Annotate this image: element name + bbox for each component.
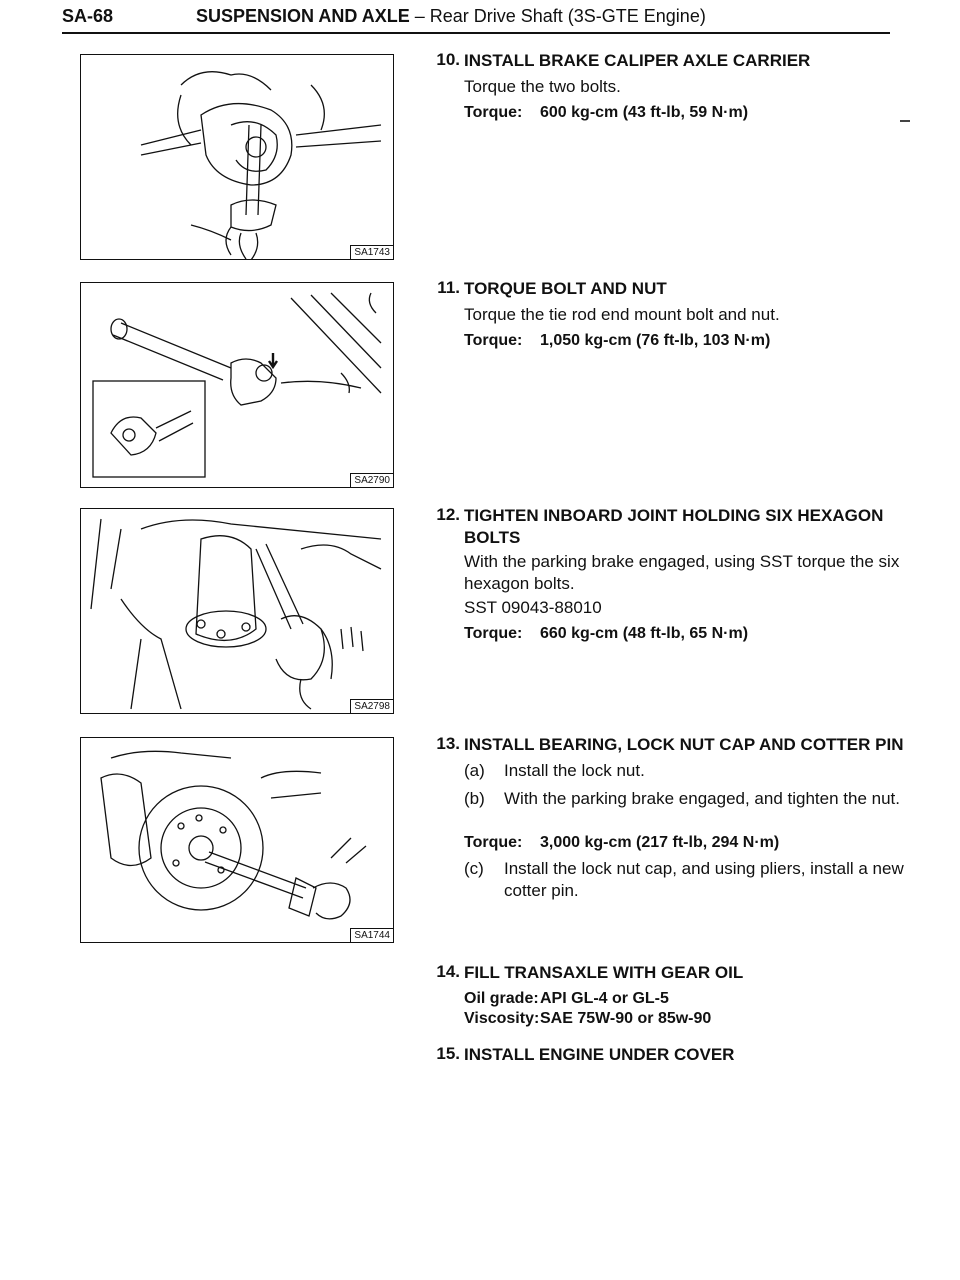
step-number: 13.: [436, 734, 460, 753]
substep-text: Install the lock nut cap, and using plie…: [504, 859, 904, 900]
torque-value: 600 kg-cm (43 ft-lb, 59 N·m): [540, 104, 749, 121]
figure-axle-hub-nut: SA1744: [80, 737, 394, 943]
torque-wrench-on-tie-rod-end-icon: [92, 292, 382, 478]
step-title: TORQUE BOLT AND NUT: [464, 279, 667, 298]
torque-spec: Torque: 600 kg-cm (43 ft-lb, 59 N·m): [464, 104, 748, 122]
figure-tie-rod-end: SA2790: [80, 282, 394, 488]
torque-spec: Torque: 3,000 kg-cm (217 ft-lb, 294 N·m): [464, 834, 779, 852]
figure-brake-caliper: SA1743: [80, 54, 394, 260]
figure-inboard-joint: SA2798: [80, 508, 394, 714]
section-subtitle: Rear Drive Shaft (3S-GTE Engine): [429, 6, 706, 26]
viscosity-label: Viscosity:: [464, 1010, 540, 1027]
torque-label: Torque:: [464, 104, 523, 121]
step-title: INSTALL BRAKE CALIPER AXLE CARRIER: [464, 51, 811, 70]
figure-code: SA1743: [350, 245, 393, 259]
torque-label: Torque:: [464, 332, 523, 349]
substep-text: With the parking brake engaged, and tigh…: [504, 789, 900, 808]
torque-value: 3,000 kg-cm (217 ft-lb, 294 N·m): [540, 834, 780, 851]
step-title: INSTALL ENGINE UNDER COVER: [464, 1045, 735, 1064]
step-text: Torque the tie rod end mount bolt and nu…: [464, 305, 780, 324]
section-name: SUSPENSION AND AXLE: [196, 6, 410, 26]
step-text: With the parking brake engaged, using SS…: [464, 552, 900, 593]
torque-label: Torque:: [464, 625, 523, 642]
page-title: SUSPENSION AND AXLE – Rear Drive Shaft (…: [196, 6, 706, 27]
torque-value: 1,050 kg-cm (76 ft-lb, 103 N·m): [540, 332, 771, 349]
torque-spec: Torque: 1,050 kg-cm (76 ft-lb, 103 N·m): [464, 332, 770, 350]
substep-tag: (b): [464, 789, 485, 808]
step-number: 10.: [436, 50, 460, 69]
torque-label: Torque:: [464, 834, 523, 851]
figure-code: SA1744: [350, 928, 393, 942]
margin-mark: [900, 120, 910, 122]
step-title: TIGHTEN INBOARD JOINT HOLDING SIX HEXAGO…: [464, 506, 884, 547]
header-rule: [62, 32, 890, 34]
step-13: 13. INSTALL BEARING, LOCK NUT CAP AND CO…: [422, 734, 903, 904]
step-12: 12. TIGHTEN INBOARD JOINT HOLDING SIX HE…: [422, 505, 902, 645]
figure-code: SA2790: [350, 473, 393, 487]
figure-code: SA2798: [350, 699, 393, 713]
sst-wrench-on-inboard-joint-icon: [90, 518, 382, 710]
oil-grade-value: API GL-4 or GL-5: [540, 990, 669, 1007]
step-number: 14.: [436, 962, 460, 981]
substep-tag: (c): [464, 859, 484, 878]
step-11: 11. TORQUE BOLT AND NUT Torque the tie r…: [422, 278, 902, 358]
substep-text: Install the lock nut.: [504, 761, 645, 780]
step-title: INSTALL BEARING, LOCK NUT CAP AND COTTER…: [464, 735, 904, 754]
oil-grade-spec: Oil grade:API GL-4 or GL-5: [464, 990, 669, 1008]
step-text: Torque the two bolts.: [464, 77, 621, 96]
viscosity-value: SAE 75W-90 or 85w-90: [540, 1010, 712, 1027]
step-number: 15.: [436, 1044, 460, 1063]
sst-number: SST 09043-88010: [464, 598, 602, 617]
step-15: 15. INSTALL ENGINE UNDER COVER: [422, 1044, 902, 1070]
title-separator: –: [409, 6, 430, 26]
page-header: SA-68 SUSPENSION AND AXLE – Rear Drive S…: [62, 4, 890, 34]
step-title: FILL TRANSAXLE WITH GEAR OIL: [464, 963, 744, 982]
oil-grade-label: Oil grade:: [464, 990, 539, 1007]
torque-value: 660 kg-cm (48 ft-lb, 65 N·m): [540, 625, 749, 642]
substep-tag: (a): [464, 761, 485, 780]
torque-wrench-on-brake-caliper-icon: [140, 71, 382, 259]
torque-wrench-on-axle-hub-nut-icon: [100, 750, 367, 920]
step-10: 10. INSTALL BRAKE CALIPER AXLE CARRIER T…: [422, 50, 902, 130]
step-14: 14. FILL TRANSAXLE WITH GEAR OIL Oil gra…: [422, 962, 902, 1042]
viscosity-spec: Viscosity:SAE 75W-90 or 85w-90: [464, 1010, 711, 1028]
page-number: SA-68: [62, 6, 114, 26]
torque-spec: Torque: 660 kg-cm (48 ft-lb, 65 N·m): [464, 625, 748, 643]
step-number: 12.: [436, 505, 460, 524]
step-number: 11.: [437, 278, 460, 297]
